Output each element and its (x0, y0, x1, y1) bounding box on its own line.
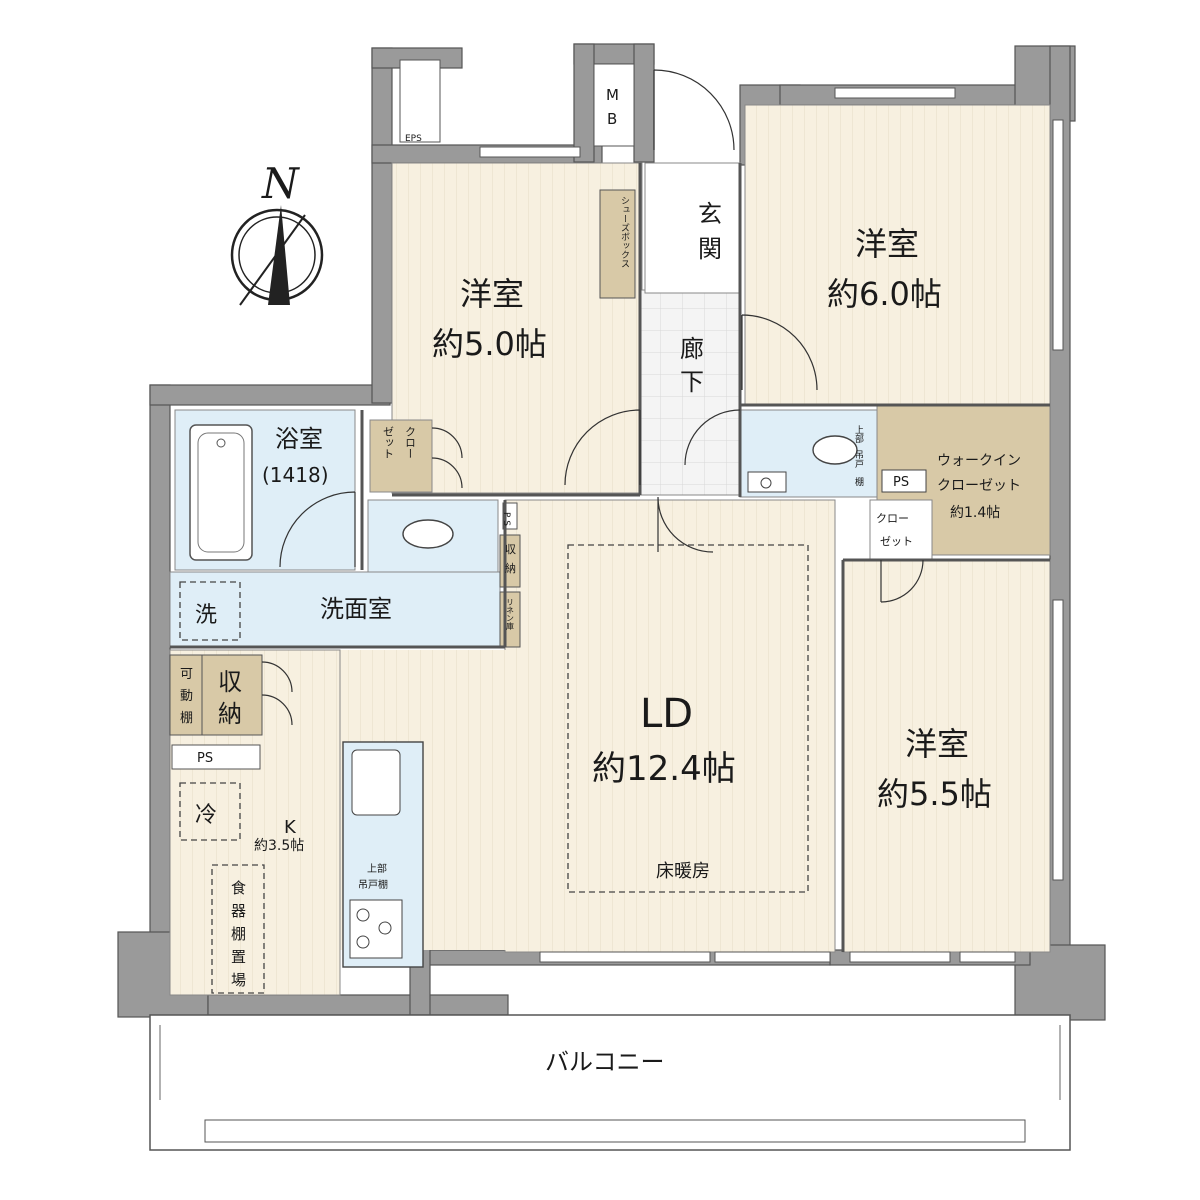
kitchen-shelf-label-1: 上部 (367, 862, 387, 875)
movable-shelf-label-2: 動 (180, 689, 193, 704)
movable-shelf-label-1: 可 (180, 667, 193, 682)
kitchen-area-label: 約3.5帖 (254, 838, 304, 854)
room-se-area: 約5.5帖 (877, 775, 992, 813)
entrance (644, 162, 741, 294)
mb-label-1: M (606, 86, 619, 104)
movable-shelf (169, 654, 203, 736)
balcony (149, 1014, 1071, 1151)
dish-shelf-label-5: 場 (231, 971, 246, 989)
room-se-name: 洋室 (905, 725, 969, 763)
room-western-5-5 (842, 559, 1051, 953)
linen-label: リネン庫 (506, 598, 515, 631)
closet-se-label-2: ゼット (880, 535, 913, 548)
dish-shelf-label-1: 食 (231, 879, 246, 897)
cooktop (349, 899, 403, 959)
washroom (169, 571, 501, 648)
laundry-space (179, 581, 241, 641)
room-ne-area: 約6.0帖 (827, 275, 942, 313)
living-dining (504, 499, 836, 953)
hallway (639, 289, 741, 496)
rouka-label-2: 下 (680, 368, 704, 396)
dish-shelf-label-4: 置 (231, 948, 246, 966)
bath-name: 浴室 (275, 425, 323, 453)
room-nw-area: 約5.0帖 (432, 325, 547, 363)
ps-ne-label: PS (893, 475, 909, 490)
bathtub-inner (197, 432, 245, 553)
wash-storage-label-1: 収 (505, 543, 516, 556)
compass-needle-icon (268, 205, 290, 305)
kitchen-storage-label-1: 収 (218, 668, 242, 696)
room-western-6 (744, 104, 1051, 406)
eps-box (399, 59, 441, 143)
ld-name: LD (640, 691, 693, 737)
vanity-sink (402, 519, 454, 549)
ps-kitchen-box (171, 744, 261, 770)
genkan-label-1: 玄 (698, 200, 722, 228)
burner-3 (356, 935, 370, 949)
eps-label: EPS (405, 134, 422, 144)
dish-shelf-label-3: 棚 (231, 925, 246, 943)
closet-se-label-1: クロー (876, 512, 909, 525)
wic-label-2: クローゼット (937, 478, 1021, 494)
laundry-label: 洗 (195, 603, 217, 628)
balcony-label: バルコニー (545, 1048, 665, 1076)
floor-heating-area (567, 544, 809, 893)
bath-closet (369, 419, 433, 493)
ps-ne-box (881, 469, 927, 493)
toilet-shelf-label-2: 吊戸 (853, 450, 864, 469)
kitchen-storage-label-2: 納 (218, 700, 242, 728)
interior-walls (170, 163, 1050, 952)
kitchen-shelf-label-2: 吊戸棚 (358, 878, 388, 891)
shoebox-label: シューズボックス (619, 196, 630, 268)
bath-size: (1418) (262, 463, 329, 487)
burner-1 (356, 908, 370, 922)
rouka-label-1: 廊 (680, 335, 704, 363)
kitchen-sink (351, 749, 401, 816)
toilet-sink-drain (760, 477, 772, 489)
ps-kitchen-label: PS (197, 751, 213, 766)
compass: N (230, 159, 324, 306)
wash-storage-label-2: 納 (505, 562, 516, 575)
door-swings (261, 69, 924, 1076)
washroom-name: 洗面室 (320, 595, 392, 623)
toilet-shelf-label-1: 上部 (853, 425, 864, 444)
burner-2 (378, 921, 392, 935)
shoebox (599, 189, 636, 299)
fridge-space (179, 782, 241, 841)
floor-heating-label: 床暖房 (656, 861, 710, 882)
mb-box (593, 63, 635, 147)
wic-label-1: ウォークイン (937, 453, 1021, 469)
mb-label-2: B (607, 110, 617, 128)
dish-shelf-space (211, 864, 265, 994)
movable-shelf-label-3: 棚 (180, 711, 193, 726)
ps-wash-label: P S (501, 512, 511, 526)
wic-area: 約1.4帖 (950, 505, 1000, 521)
compass-north-label: N (261, 159, 300, 208)
room-nw-name: 洋室 (460, 275, 524, 313)
room-ne-name: 洋室 (855, 225, 919, 263)
kitchen-storage (201, 654, 263, 736)
kitchen-name: K (284, 817, 297, 838)
genkan-label-2: 関 (698, 235, 722, 263)
ld-area: 約12.4帖 (592, 749, 736, 789)
toilet-sink (747, 471, 787, 493)
bath-drain (216, 438, 226, 448)
windows (479, 87, 1064, 963)
dish-shelf-label-2: 器 (231, 902, 246, 920)
toilet-bowl (812, 435, 858, 465)
toilet-shelf-label-3: 棚 (853, 476, 864, 487)
bath-closet-label-2: ゼット (382, 426, 395, 459)
closet-se (869, 499, 933, 561)
bath-closet-label-1: クロー (404, 426, 417, 459)
fridge-label: 冷 (195, 803, 217, 828)
